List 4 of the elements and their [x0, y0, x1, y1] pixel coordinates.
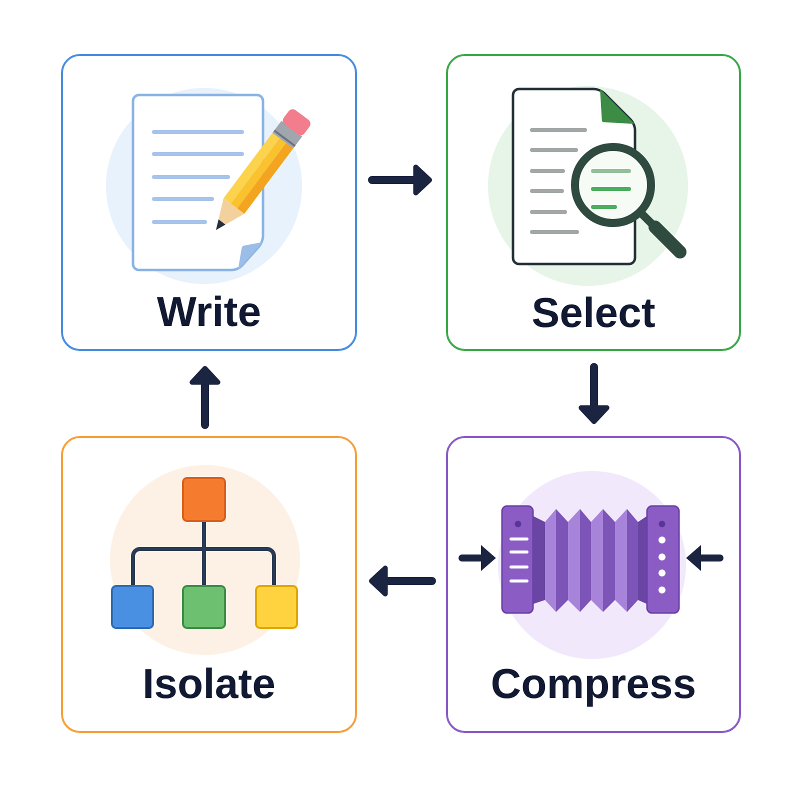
arrow [578, 363, 610, 424]
arrow [369, 566, 436, 596]
arrow [368, 164, 432, 196]
arrow [190, 366, 220, 429]
